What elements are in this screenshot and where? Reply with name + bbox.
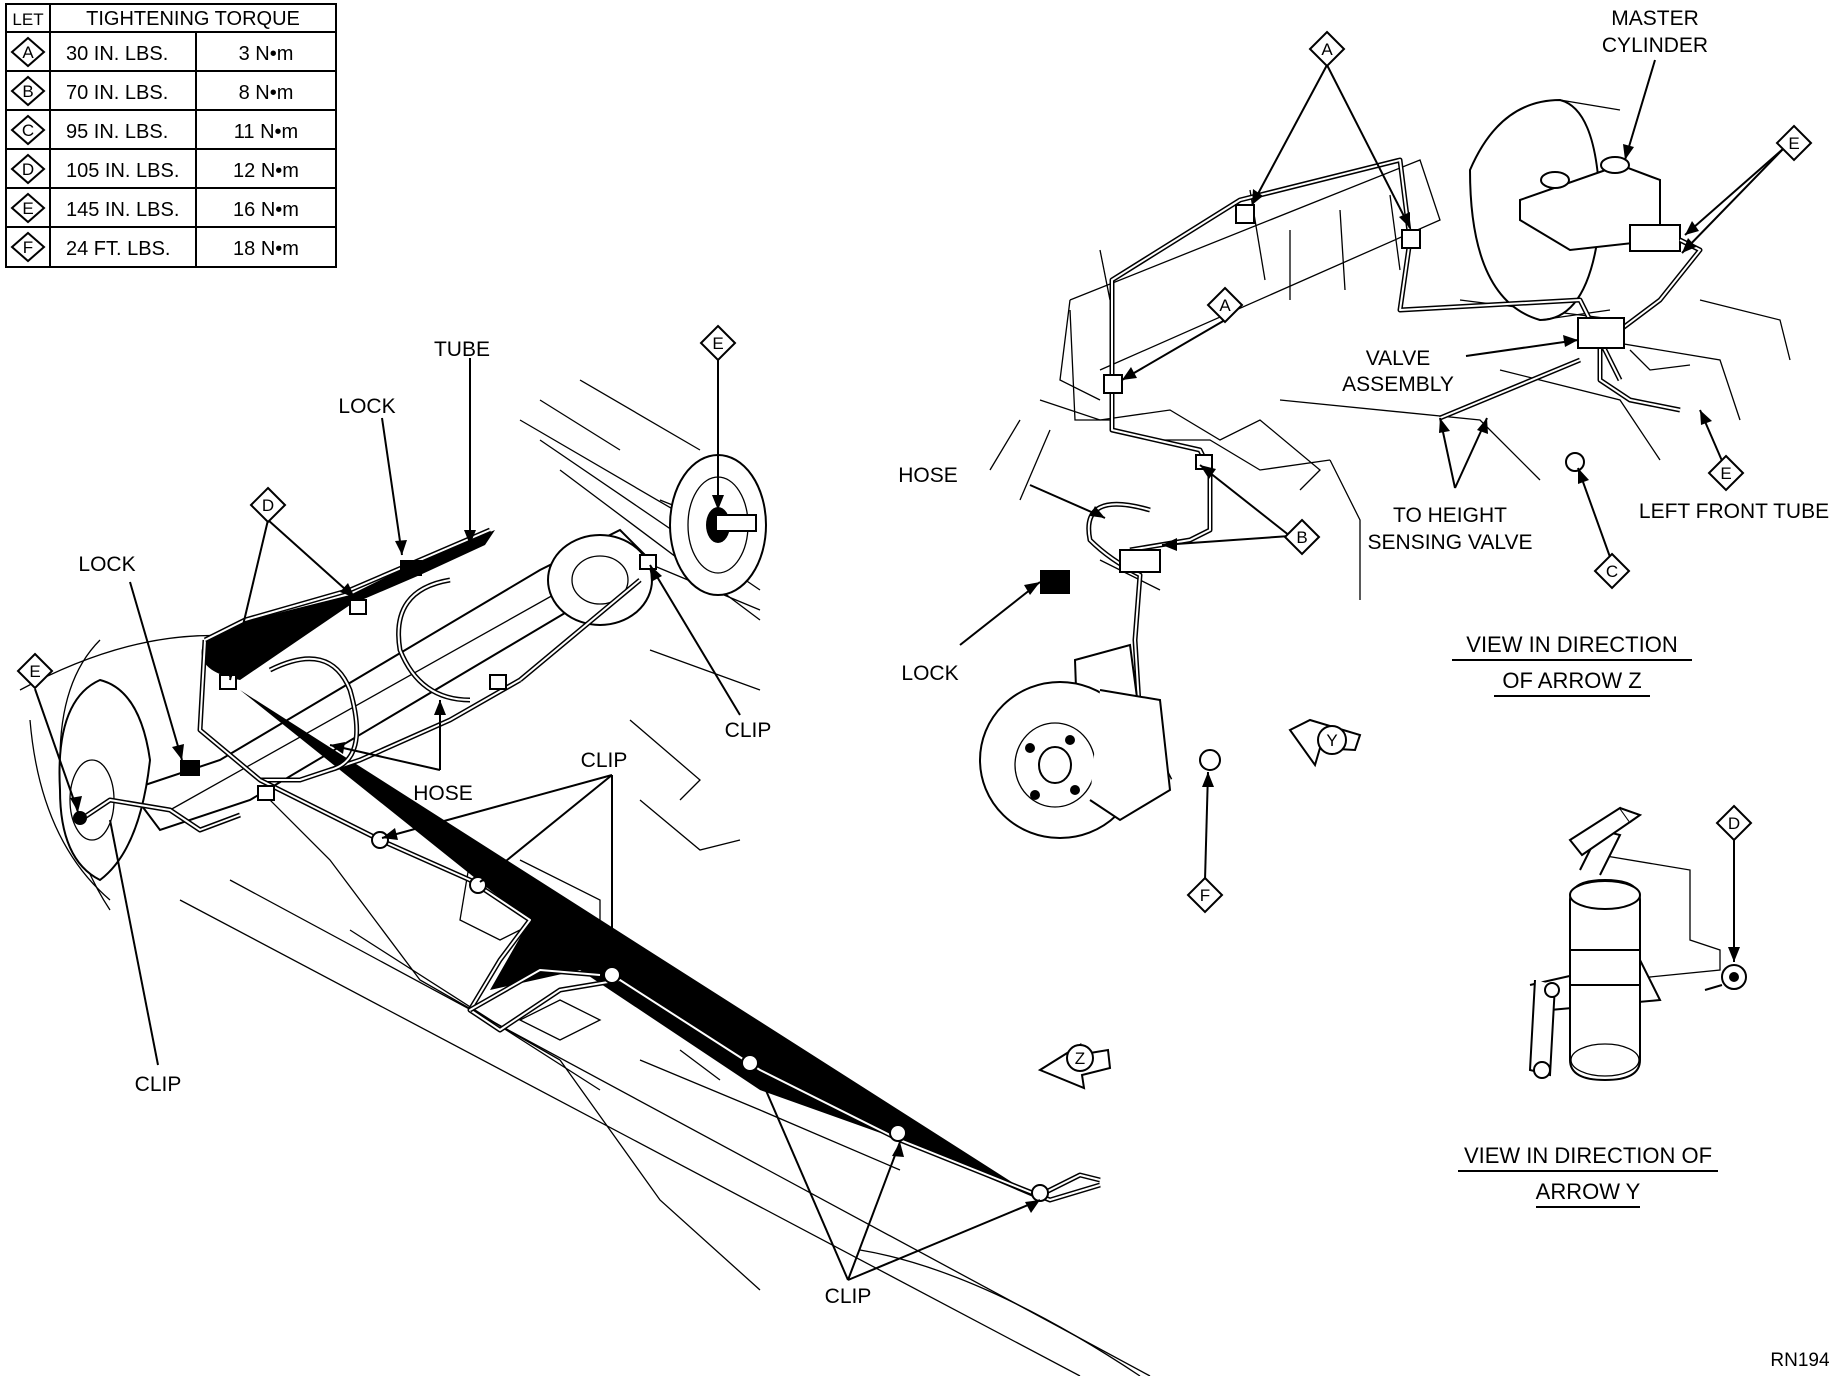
label-height-valve-1: TO HEIGHT (1393, 504, 1507, 527)
label-valve-assembly-2: ASSEMBLY (1342, 373, 1454, 396)
table-inlbs-e: 145 IN. LBS. (66, 199, 179, 221)
callout-a-mid-text: A (1219, 296, 1231, 315)
table-nm-a: 3 N•m (239, 43, 294, 65)
detail-view-y: D VIEW IN DIRECTION OF ARROW Y (1458, 804, 1753, 1208)
table-inlbs-c: 95 IN. LBS. (66, 121, 168, 143)
view-y-caption-2: ARROW Y (1536, 1179, 1641, 1204)
callout-d-detail-text: D (1728, 814, 1740, 833)
table-letter-d: D (22, 160, 34, 179)
label-tube: TUBE (434, 338, 490, 361)
table-inlbs-a: 30 IN. LBS. (66, 43, 168, 65)
callout-e-tube-text: E (1720, 464, 1731, 483)
table-inlbs-b: 70 IN. LBS. (66, 82, 168, 104)
callout-e-left (16, 652, 54, 690)
figure-code: RN194 (1770, 1350, 1830, 1371)
callout-f-text: F (1200, 886, 1210, 905)
callout-e-left-text: E (29, 662, 40, 681)
callout-e-axle-text: E (712, 334, 723, 353)
view-z-caption-1: VIEW IN DIRECTION (1466, 632, 1677, 657)
front-view-z: Y (898, 7, 1829, 914)
callout-e-master-text: E (1788, 134, 1799, 153)
table-header-letter: LET (12, 10, 43, 29)
table-letter-c: C (22, 121, 34, 140)
table-letter-a: A (22, 43, 34, 62)
table-letter-b: B (22, 82, 33, 101)
table-inlbs-f: 24 FT. LBS. (66, 238, 171, 260)
label-master-cylinder-2: CYLINDER (1602, 34, 1708, 57)
callout-b (1283, 518, 1321, 556)
label-lock-front: LOCK (901, 662, 958, 685)
table-header-torque: TIGHTENING TORQUE (86, 8, 300, 30)
callout-a-top-text: A (1321, 40, 1333, 59)
label-master-cylinder-1: MASTER (1611, 7, 1699, 30)
table-nm-d: 12 N•m (233, 160, 299, 182)
label-left-front-tube: LEFT FRONT TUBE (1639, 500, 1829, 523)
callout-d-main-text: D (262, 496, 274, 515)
view-z-caption-2: OF ARROW Z (1502, 668, 1641, 693)
callout-e-axle (699, 324, 737, 362)
torque-table: LET TIGHTENING TORQUE A 30 IN. LBS. 3 N•… (5, 3, 337, 268)
label-clip-bottom: CLIP (825, 1285, 872, 1308)
callout-d-main (249, 486, 287, 524)
callout-e-master (1775, 124, 1813, 162)
view-y-caption-1: VIEW IN DIRECTION OF (1464, 1143, 1712, 1168)
table-letter-e: E (22, 199, 33, 218)
table-nm-f: 18 N•m (233, 238, 299, 260)
label-clip-left: CLIP (135, 1073, 182, 1096)
table-nm-c: 11 N•m (234, 121, 298, 143)
callout-e-tube (1707, 454, 1745, 492)
arrow-z-label: Z (1075, 1049, 1085, 1068)
callout-b-text: B (1296, 528, 1307, 547)
callout-c (1593, 552, 1631, 590)
label-hose-main: HOSE (413, 782, 473, 805)
table-letter-f: F (23, 238, 33, 257)
callout-c-text: C (1606, 562, 1618, 581)
label-valve-assembly-1: VALVE (1366, 347, 1431, 370)
table-nm-e: 16 N•m (233, 199, 299, 221)
rear-axle-view: Z (16, 324, 1151, 1376)
callout-f (1186, 876, 1224, 914)
label-lock-upper: LOCK (338, 395, 395, 418)
label-clip-right: CLIP (725, 719, 772, 742)
label-hose-front: HOSE (898, 464, 958, 487)
arrow-y-label: Y (1326, 731, 1337, 750)
callout-a-mid (1206, 286, 1244, 324)
callout-d-detail (1715, 804, 1753, 842)
callout-a-top (1308, 30, 1346, 68)
label-lock-left: LOCK (78, 553, 135, 576)
table-nm-b: 8 N•m (239, 82, 294, 104)
label-clip-main: CLIP (581, 749, 628, 772)
table-inlbs-d: 105 IN. LBS. (66, 160, 179, 182)
label-height-valve-2: SENSING VALVE (1368, 531, 1533, 554)
